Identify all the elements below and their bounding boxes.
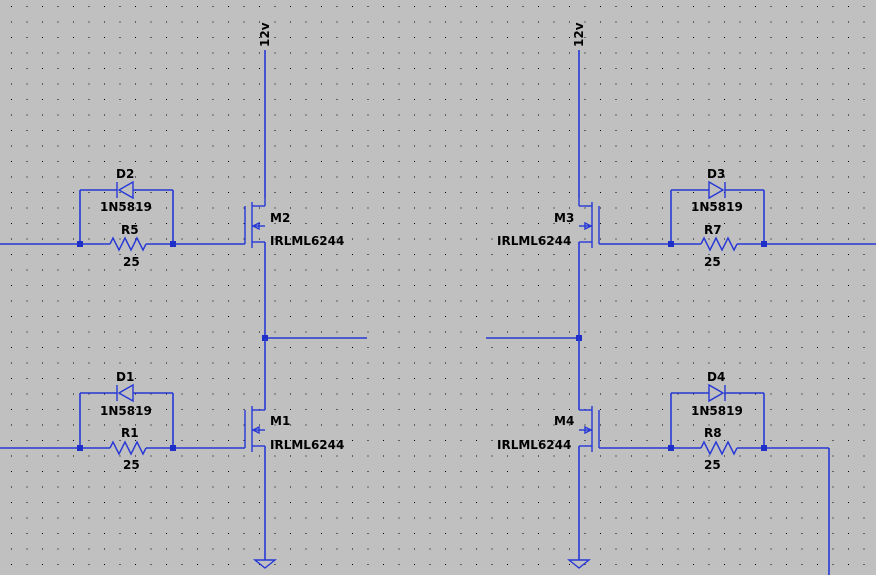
resistor-r1-value: 25 bbox=[123, 458, 140, 472]
diode-d3-ref: D3 bbox=[707, 167, 725, 181]
gate-network-m1[interactable]: D1 1N5819 R1 25 bbox=[0, 370, 245, 472]
resistor-r7-value: 25 bbox=[704, 255, 721, 269]
resistor-r5-value: 25 bbox=[123, 255, 140, 269]
mosfet-m3-part: IRLML6244 bbox=[497, 234, 571, 248]
gate-network-m2[interactable]: D2 1N5819 R5 25 bbox=[0, 167, 245, 269]
left-supply-rail[interactable]: 12v bbox=[258, 22, 272, 198]
gate-network-m4[interactable]: D4 1N5819 R8 25 bbox=[599, 370, 830, 575]
supply-label-right: 12v bbox=[572, 22, 586, 47]
ground-right[interactable] bbox=[567, 446, 591, 569]
mosfet-m2[interactable]: M2 IRLML6244 bbox=[244, 198, 344, 248]
output-node-right[interactable] bbox=[486, 335, 582, 341]
diode-d1-part: 1N5819 bbox=[100, 404, 152, 418]
mosfet-m3[interactable]: M3 IRLML6244 bbox=[497, 198, 600, 248]
supply-label-left: 12v bbox=[258, 22, 272, 47]
resistor-r8-ref: R8 bbox=[704, 426, 722, 440]
diode-d1-ref: D1 bbox=[116, 370, 134, 384]
mosfet-m1-part: IRLML6244 bbox=[270, 438, 344, 452]
output-node-left[interactable] bbox=[262, 335, 367, 341]
gate-network-m3[interactable]: D3 1N5819 R7 25 bbox=[599, 167, 876, 269]
mosfet-m2-part: IRLML6244 bbox=[270, 234, 344, 248]
ground-left[interactable] bbox=[253, 446, 277, 569]
grid-dots bbox=[11, 6, 865, 565]
mosfet-m4-part: IRLML6244 bbox=[497, 438, 571, 452]
diode-d2-ref: D2 bbox=[116, 167, 134, 181]
mosfet-m4[interactable]: M4 IRLML6244 bbox=[497, 406, 600, 452]
diode-d4-ref: D4 bbox=[707, 370, 725, 384]
mosfet-m4-ref: M4 bbox=[554, 414, 574, 428]
resistor-r7-ref: R7 bbox=[704, 223, 722, 237]
diode-d2-part: 1N5819 bbox=[100, 200, 152, 214]
right-supply-rail[interactable]: 12v bbox=[572, 22, 586, 198]
mosfet-m1-ref: M1 bbox=[270, 414, 290, 428]
resistor-r5-ref: R5 bbox=[121, 223, 139, 237]
mosfet-m2-ref: M2 bbox=[270, 211, 290, 225]
mosfet-m1[interactable]: M1 IRLML6244 bbox=[244, 406, 344, 452]
mosfet-m3-ref: M3 bbox=[554, 211, 574, 225]
resistor-r8-value: 25 bbox=[704, 458, 721, 472]
resistor-r1-ref: R1 bbox=[121, 426, 139, 440]
diode-d4-part: 1N5819 bbox=[691, 404, 743, 418]
diode-d3-part: 1N5819 bbox=[691, 200, 743, 214]
